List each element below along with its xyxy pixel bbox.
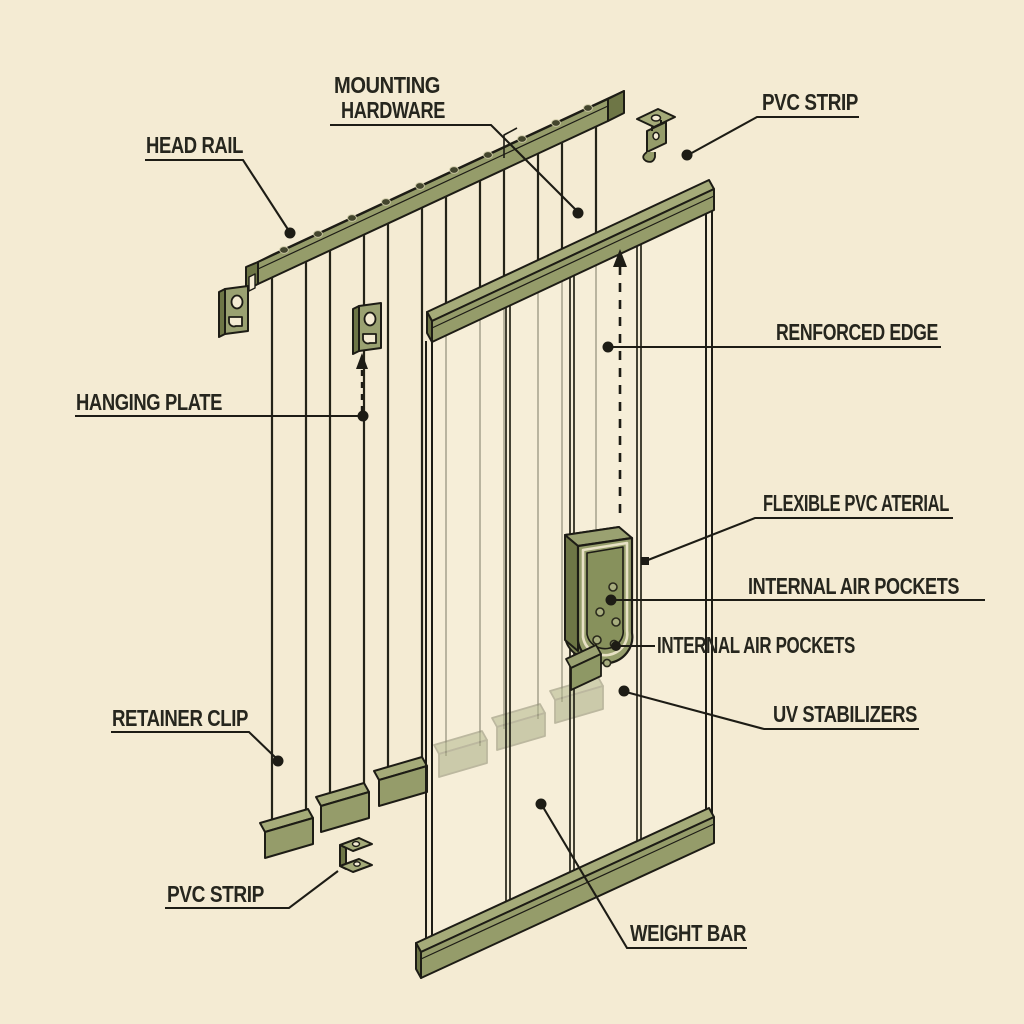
label-pvc-strip-top: PVC STRIP xyxy=(762,89,858,115)
label-pvc-strip-bottom: PVC STRIP xyxy=(167,881,264,907)
label-uv-stabilizers: UV STABILIZERS xyxy=(773,701,917,727)
label-retainer-clip: RETAINER CLIP xyxy=(112,705,248,731)
label-internal-air-pockets-2: INTERNAL AIR POCKETS xyxy=(657,632,855,658)
labels: MOUNTING HARDWARE HEAD RAIL PVC STRIP RE… xyxy=(76,72,960,946)
strip-cross-section xyxy=(564,526,634,691)
hanging-plate-icon xyxy=(352,302,382,355)
label-head-rail: HEAD RAIL xyxy=(146,132,243,158)
panel-edges xyxy=(425,210,713,952)
panel-top-rail xyxy=(426,179,715,343)
label-flexible-pvc-material: FLEXIBLE PVC ATERIAL xyxy=(763,490,949,516)
mounting-hardware-icon xyxy=(636,108,676,163)
label-internal-air-pockets-1: INTERNAL AIR POCKETS xyxy=(748,573,959,599)
label-reinforced-edge: RENFORCED EDGE xyxy=(776,319,938,345)
label-mounting-hardware: HARDWARE xyxy=(341,97,445,123)
hanging-plate-icon xyxy=(218,285,249,338)
assembly-direction-arrows xyxy=(356,249,627,513)
ghost-strip-lines xyxy=(445,265,597,756)
ghost-weight-bars xyxy=(433,676,604,778)
label-hanging-plate: HANGING PLATE xyxy=(76,389,222,415)
retainer-clip-icon xyxy=(339,837,373,873)
label-mounting-hardware: MOUNTING xyxy=(334,72,440,98)
leader-dots xyxy=(272,149,693,810)
weight-bars-back xyxy=(259,756,428,859)
weight-bar-front xyxy=(415,807,715,979)
label-weight-bar: WEIGHT BAR xyxy=(630,920,746,946)
head-rail-holes xyxy=(279,104,593,254)
pvc-strips-back xyxy=(270,127,598,834)
leader-lines xyxy=(75,115,985,950)
